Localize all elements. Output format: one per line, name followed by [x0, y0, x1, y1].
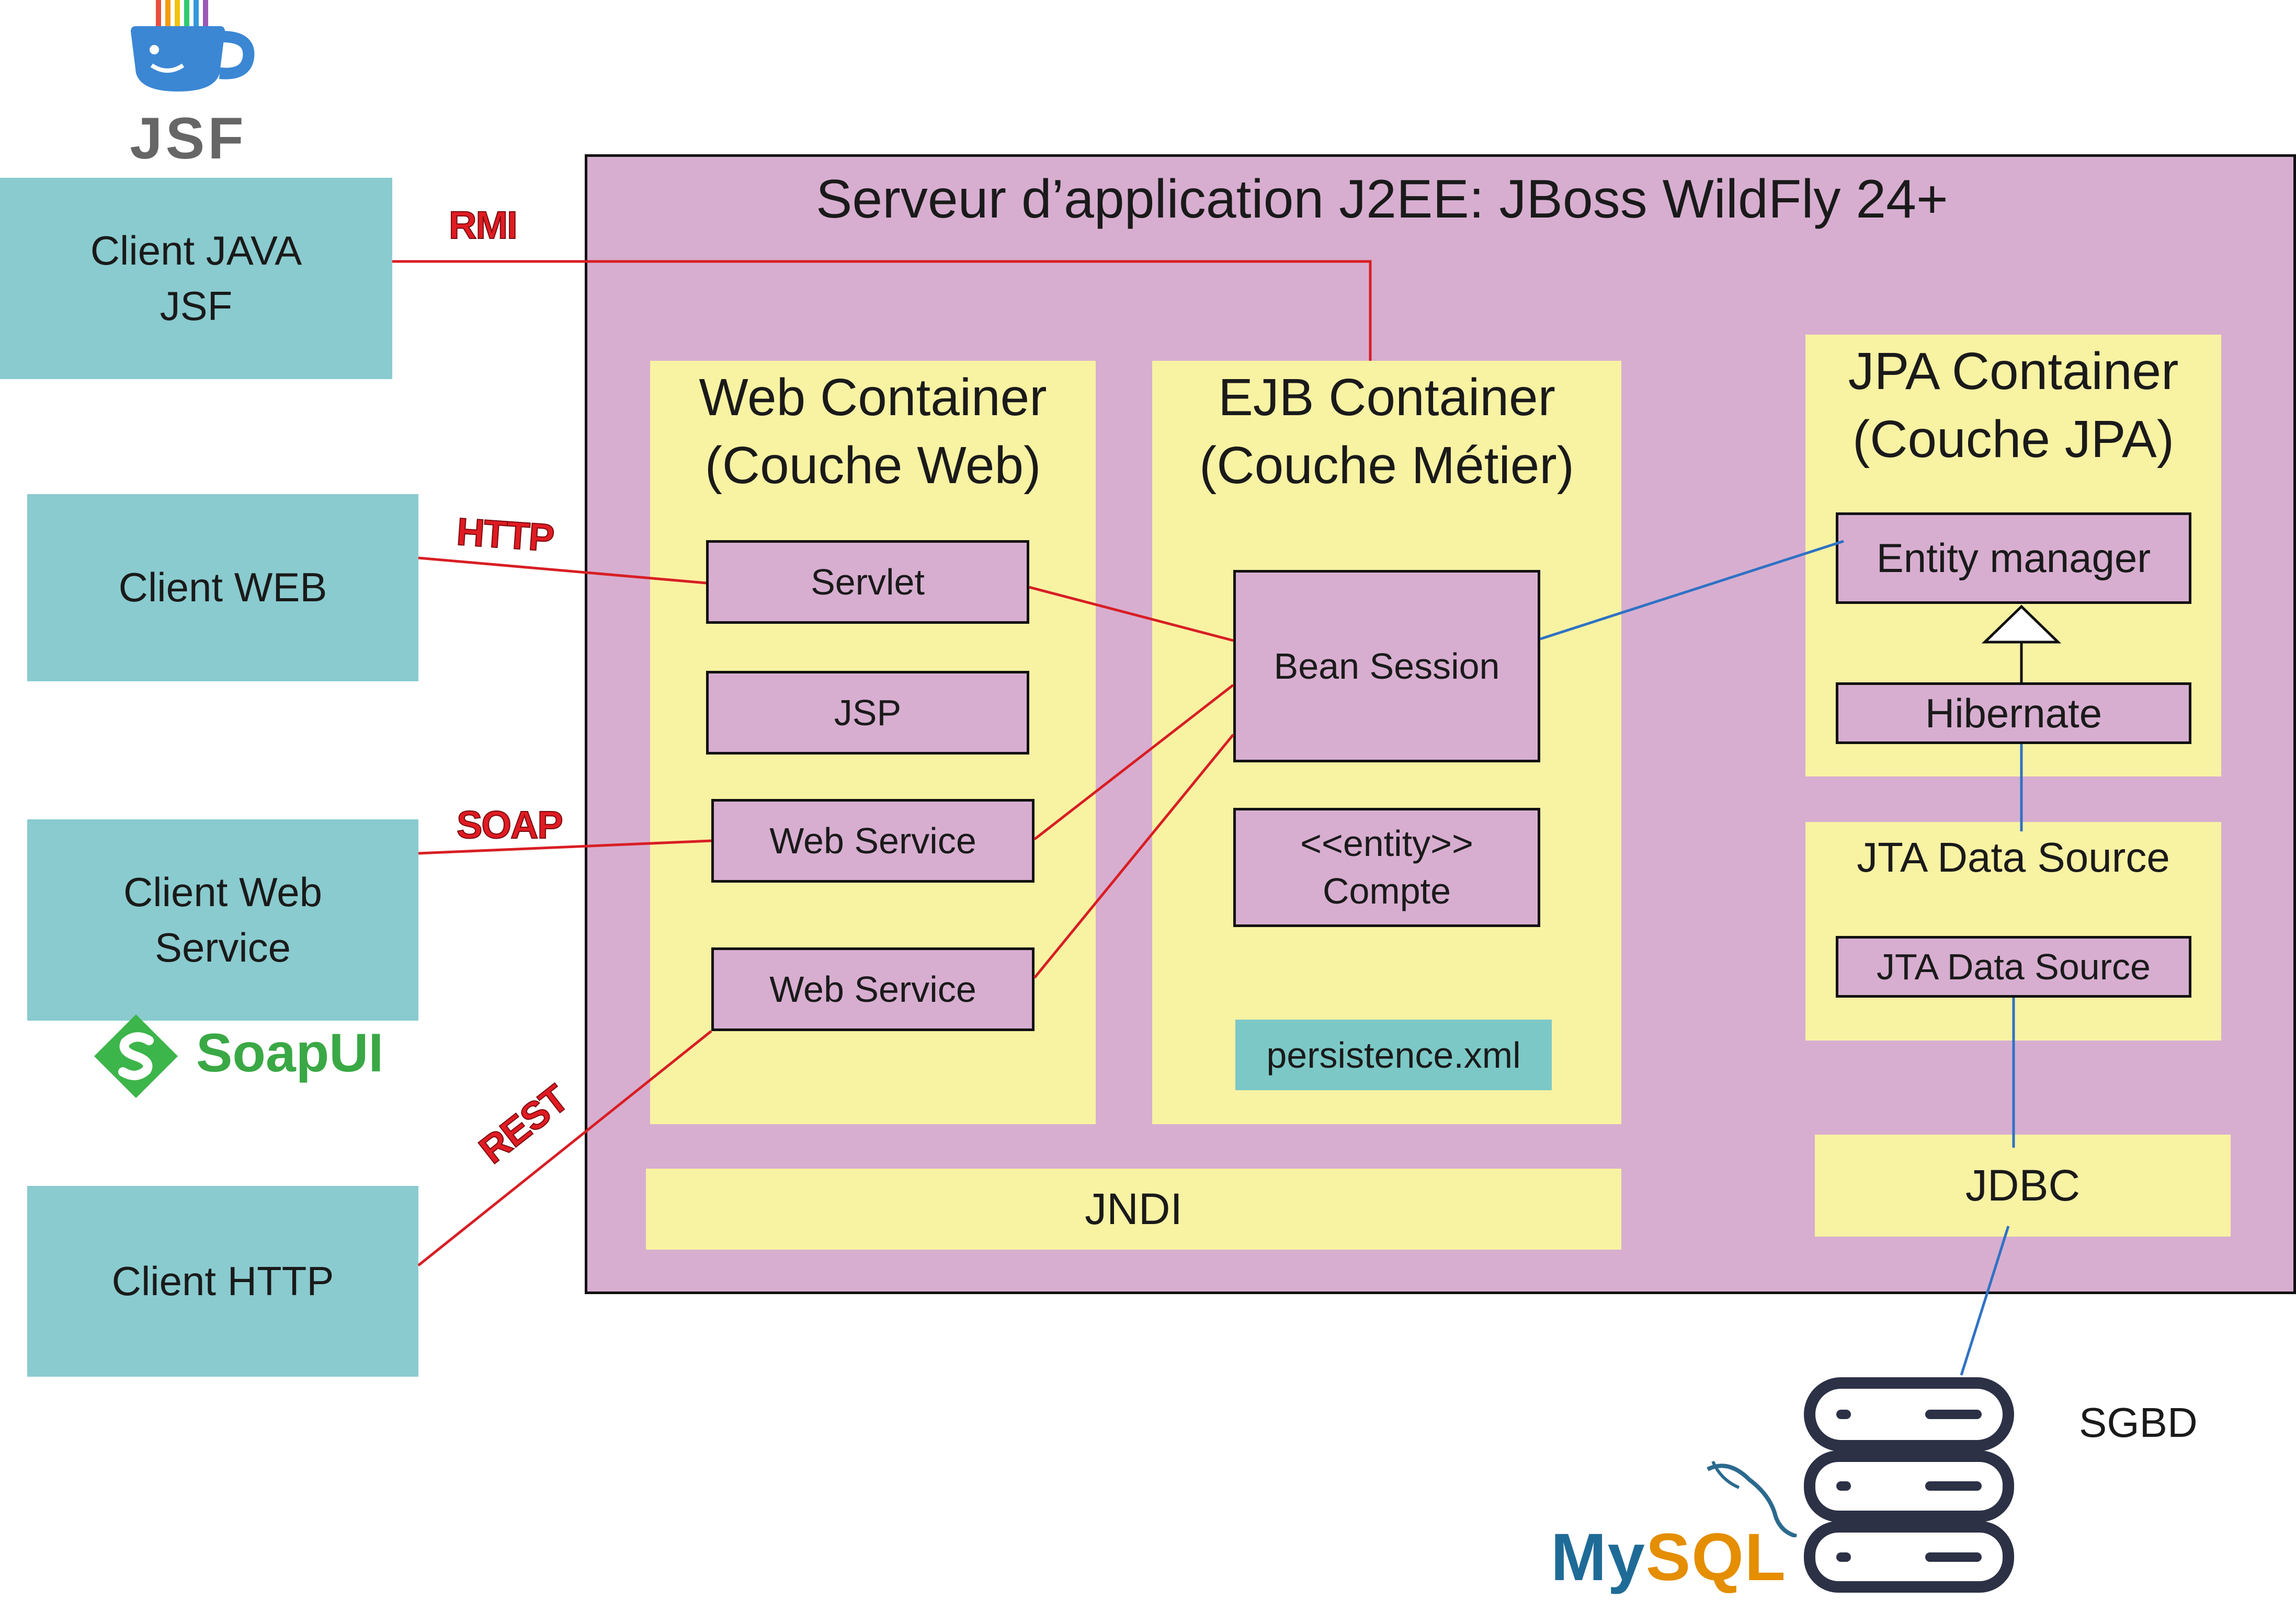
jta-container-title: JTA Data Source [1857, 834, 2170, 881]
mysql-logo-text: MySQL [1551, 1519, 1787, 1596]
client-webservice-box: Client Web Service [27, 819, 418, 1021]
ejb-container-title-line1: EJB Container [1218, 368, 1555, 427]
jsf-logo: JSF [120, 0, 256, 171]
rmi-wire [392, 260, 1372, 361]
jpa-container-title: JPA Container (Couche JPA) [1805, 337, 2221, 473]
soap-label: SOAP [456, 803, 564, 847]
web-container-title-line1: Web Container [699, 368, 1047, 427]
mysql-logo: MySQL [1551, 1459, 1798, 1596]
soapui-logo: SoapUI [92, 1012, 384, 1101]
http-label: HTTP [454, 509, 555, 561]
web-service-rest-box: Web Service [711, 947, 1035, 1031]
client-java-sublabel: JSF [160, 282, 233, 329]
hibernate-box: Hibernate [1836, 682, 2191, 744]
client-java-label: Client JAVA [90, 227, 302, 274]
jta-data-source-box: JTA Data Source [1836, 936, 2191, 998]
soapui-icon [94, 1014, 178, 1098]
jdbc-box: JDBC [1815, 1135, 2231, 1237]
jsf-logo-text: JSF [130, 106, 247, 171]
http-wire [418, 556, 707, 585]
ws2-bean-wire [1033, 734, 1234, 979]
soap-wire [418, 839, 712, 855]
entity-compte-box: <<entity>> Compte [1233, 808, 1540, 927]
bean-entitymanager-wire [1540, 540, 1844, 641]
jsp-box: JSP [706, 671, 1029, 755]
mysql-text: MySQL [1551, 1520, 1787, 1595]
database-icon [1804, 1377, 2014, 1593]
client-webservice-label-1: Client Web [123, 869, 323, 916]
dolphin-icon [1707, 1460, 1798, 1537]
servlet-bean-wire [1029, 586, 1234, 642]
jpa-container-title-line2: (Couche JPA) [1852, 410, 2175, 468]
sgbd-label: SGBD [2079, 1399, 2198, 1446]
client-web-label: Client WEB [118, 564, 327, 611]
bean-session-box: Bean Session [1233, 570, 1540, 762]
jndi-bar: JNDI [646, 1169, 1621, 1250]
web-container-title-line2: (Couche Web) [704, 436, 1041, 495]
client-web-box: Client WEB [27, 494, 418, 681]
ejb-container-title: EJB Container (Couche Métier) [1152, 363, 1621, 499]
client-http-label: Client HTTP [111, 1258, 334, 1304]
entity-stereotype: <<entity>> [1300, 823, 1473, 864]
soapui-logo-text: SoapUI [196, 1023, 384, 1083]
client-webservice-label-2: Service [154, 924, 291, 970]
ejb-container-title-line2: (Couche Métier) [1199, 436, 1574, 495]
inheritance-arrow-icon [1981, 604, 2062, 644]
rmi-label: RMI [448, 203, 518, 247]
jpa-container-title-line1: JPA Container [1848, 342, 2179, 401]
entity-manager-box: Entity manager [1836, 512, 2191, 604]
servlet-box: Servlet [706, 540, 1029, 624]
web-service-soap-box: Web Service [711, 799, 1035, 883]
server-title: Serveur d’application J2EE: JBoss WildFl… [816, 169, 1948, 230]
jdbc-db-wire [1960, 1226, 2010, 1376]
ws1-bean-wire [1033, 684, 1234, 840]
persistence-xml-box: persistence.xml [1235, 1020, 1552, 1090]
client-http-box: Client HTTP [27, 1186, 418, 1377]
web-container-title: Web Container (Couche Web) [650, 363, 1096, 499]
entity-name: Compte [1322, 871, 1451, 911]
jsf-cup-icon [131, 0, 255, 92]
rest-wire [417, 1030, 712, 1266]
client-java-box: Client JAVA JSF [0, 178, 392, 379]
